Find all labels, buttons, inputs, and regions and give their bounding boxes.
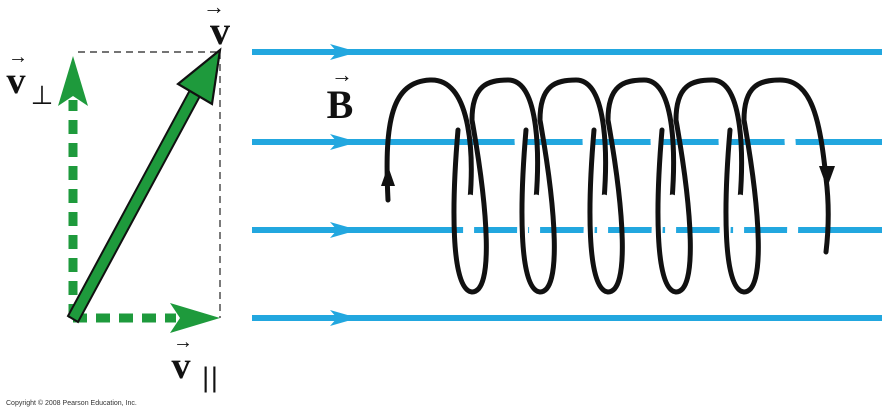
helix-tail	[823, 175, 831, 255]
magnetic-field-lines	[252, 44, 882, 326]
label-v-text: v	[210, 8, 230, 53]
vector-guides	[78, 51, 221, 318]
helix-end-arrowhead	[819, 166, 835, 188]
label-b-text: B	[327, 82, 354, 127]
label-v-par-letter: v	[172, 345, 191, 387]
label-b: → B	[327, 62, 354, 127]
helix-front-arcs	[451, 117, 761, 295]
v-perp-arrowhead	[58, 56, 88, 106]
b-arrow-icon: →	[331, 62, 353, 87]
v-perp-arrow-icon: →	[8, 46, 28, 68]
v-shaft	[66, 88, 202, 324]
field-arrowhead-4	[330, 310, 358, 326]
v-par-arrow-icon: →	[173, 331, 193, 353]
helix-trajectory	[381, 77, 835, 298]
field-arrowhead-2	[330, 134, 358, 150]
velocity-components	[58, 56, 220, 333]
label-v-perp-sub: ⊥	[31, 81, 54, 111]
helix-start-arrowhead	[381, 166, 395, 186]
helix-front-underlay	[463, 134, 799, 298]
helix-back-arcs	[384, 77, 829, 203]
label-v-par: → v ||	[172, 331, 219, 393]
label-v-perp-letter: v	[7, 60, 26, 102]
field-arrowhead-1	[330, 44, 358, 60]
v-arrow-icon: →	[203, 0, 225, 19]
v-arrowhead	[176, 47, 222, 106]
label-v: → v	[203, 0, 230, 53]
velocity-vector	[66, 47, 222, 324]
copyright-notice: Copyright © 2008 Pearson Education, Inc.	[6, 399, 137, 407]
v-par-arrowhead	[170, 303, 220, 333]
label-v-par-sub: ||	[201, 363, 219, 393]
field-arrowhead-3	[330, 222, 358, 238]
label-v-perp: → v ⊥	[7, 46, 54, 111]
